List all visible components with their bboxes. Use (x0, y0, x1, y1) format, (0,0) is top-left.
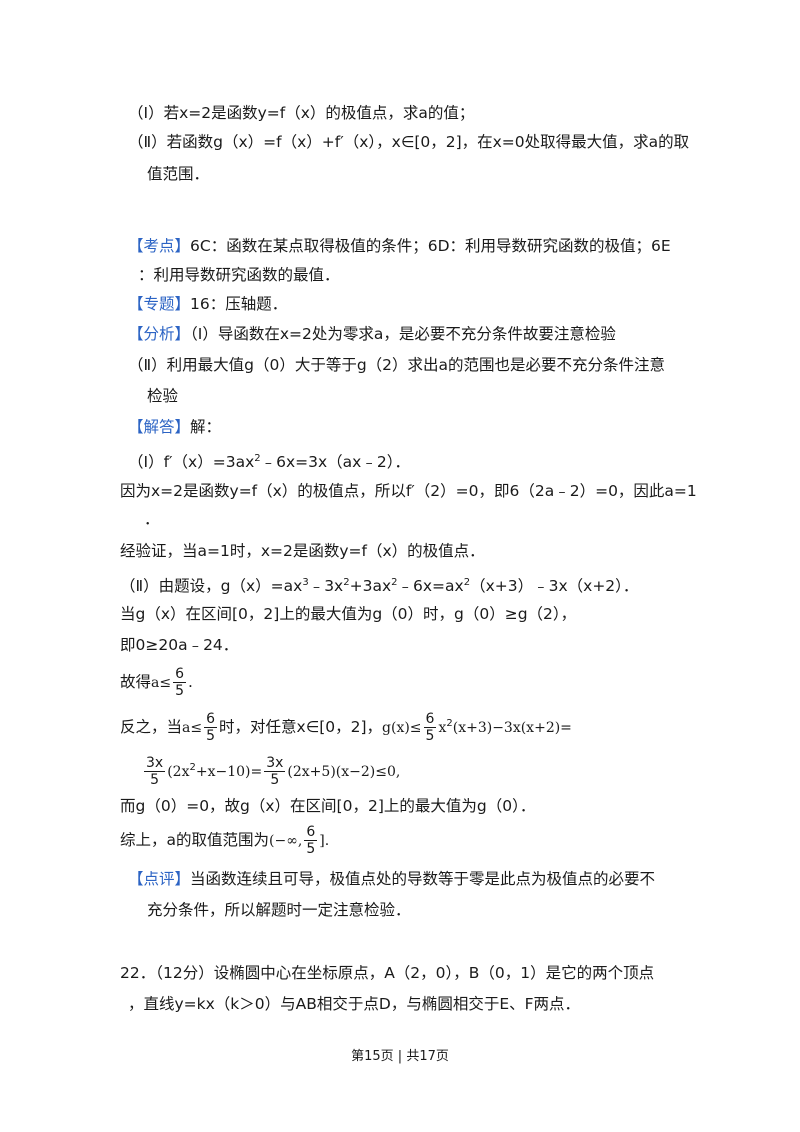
dianping-line-1: 【点评】当函数连续且可导，极值点处的导数等于零是此点为极值点的必要不 (128, 868, 655, 890)
solution-step-1: （Ⅰ）f′（x）=3ax2﹣6x=3x（ax﹣2）． (128, 453, 410, 471)
solution-step-4: （Ⅱ）由题设，g（x）=ax3﹣3x2+3ax2﹣6x=ax2（x+3）﹣3x（… (120, 577, 639, 595)
zhuanti-tag: 【专题】 (128, 295, 191, 313)
solution-step-2-period: ． (144, 510, 160, 528)
dianping-line-2: 充分条件，所以解题时一定注意检验． (147, 901, 411, 919)
footer-separator: | (397, 1049, 403, 1064)
zhuanti-text: 16：压轴题． (190, 295, 288, 313)
solution-step-5: 当g（x）在区间[0，2]上的最大值为g（0）时，g（0）≥g（2）， (120, 605, 577, 623)
fenxi-line-1: 【分析】（Ⅰ）导函数在x=2处为零求a，是必要不充分条件故要注意检验 (128, 323, 616, 345)
question-part-2-line-2: 值范围． (147, 165, 210, 183)
fenxi-line-3: 检验 (147, 387, 179, 405)
page-total: 共17页 (406, 1049, 449, 1064)
solution-step-10: 而g（0）=0，故g（x）在区间[0，2]上的最大值为g（0）． (120, 797, 536, 815)
question-22-line-1: 22．（12分）设椭圆中心在坐标原点，A（2，0），B（0，1）是它的两个顶点 (120, 964, 655, 982)
solution-step-3: 经验证，当a=1时，x=2是函数y=f（x）的极值点． (120, 542, 485, 560)
kaodian-line-1: 【考点】6C：函数在某点取得极值的条件；6D：利用导数研究函数的极值；6E (128, 235, 671, 257)
kaodian-text: 6C：函数在某点取得极值的条件；6D：利用导数研究函数的极值；6E (190, 237, 671, 255)
fenxi-tag: 【分析】 (128, 325, 191, 343)
question-22-line-2: ，直线y=kx（k＞0）与AB相交于点D，与椭圆相交于E、F两点． (128, 995, 581, 1013)
kaodian-line-2: ：利用导数研究函数的最值． (138, 266, 340, 284)
zhuanti-line: 【专题】16：压轴题． (128, 293, 287, 315)
kaodian-tag: 【考点】 (128, 237, 191, 255)
dianping-tag: 【点评】 (128, 870, 191, 888)
page-number: 第15页 (351, 1049, 394, 1064)
solution-step-6: 即0≥20a﹣24． (120, 636, 239, 654)
page-footer: 第15页 | 共17页 (0, 1045, 800, 1064)
dianping-text: 当函数连续且可导，极值点处的导数等于零是此点为极值点的必要不 (190, 870, 656, 888)
solution-step-2: 因为x=2是函数y=f（x）的极值点，所以f′（2）=0，即6（2a﹣2）=0，… (120, 482, 697, 500)
jieda-text: 解： (190, 418, 222, 436)
jieda-tag: 【解答】 (128, 418, 191, 436)
question-part-2-line-1: （Ⅱ）若函数g（x）=f（x）+f′（x），x∈[0，2]，在x=0处取得最大值… (128, 133, 690, 151)
fenxi-line-2: （Ⅱ）利用最大值g（0）大于等于g（2）求出a的范围也是必要不充分条件注意 (128, 356, 666, 374)
question-part-1: （Ⅰ）若x=2是函数y=f（x）的极值点，求a的值； (128, 104, 475, 122)
jieda-line: 【解答】解： (128, 416, 221, 438)
fenxi-text: （Ⅰ）导函数在x=2处为零求a，是必要不充分条件故要注意检验 (190, 325, 616, 343)
